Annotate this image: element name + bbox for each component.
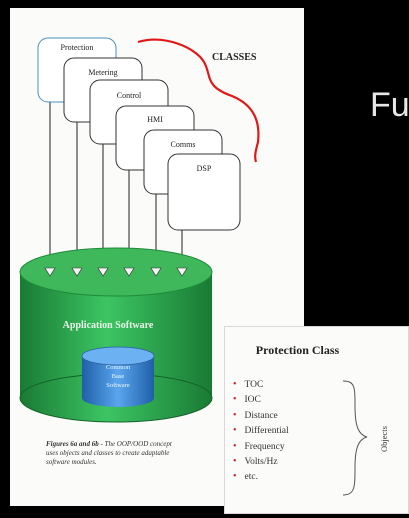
classes-label: CLASSES [212,52,257,63]
list-item: • Volts/Hz [233,454,289,469]
list-item: • Distance [233,408,289,423]
bullet-icon: • [233,455,237,467]
objects-brace-graphic: Objects [342,380,389,496]
protection-class-title: Protection Class [255,343,340,357]
caption-lead: Figures 6a and 6b [46,440,99,448]
bullet-icon: • [233,379,237,390]
list-item: • IOC [233,392,289,407]
arrow-head [44,267,56,277]
bullet-icon: • [233,440,237,452]
class-label-control: Control [117,91,142,100]
inner-label-line1: Common [106,364,131,371]
arrow-head [71,267,83,277]
bullet-icon: • [233,471,237,483]
list-item-label: IOC [244,395,261,406]
class-label-comms: Comms [171,140,196,149]
caption-text: - The OOP/OOD concept uses objects and c… [46,440,172,466]
list-item-label: Differential [244,426,289,437]
bullet-icon: • [233,409,237,421]
list-item-label: Frequency [244,441,285,452]
list-item-label: TOC [244,380,264,390]
arrow-head [150,267,162,277]
inner-label-line2: Base [112,373,125,380]
application-software-label: Application Software [63,320,154,331]
classes-brace [137,38,260,163]
figure-caption: Figures 6a and 6b - The OOP/OOD concept … [46,440,176,467]
arrow-head [123,267,135,277]
class-label-protection: Protection [61,43,94,52]
list-item: • Frequency [233,439,289,454]
list-item: • TOC [233,377,289,392]
common-base-software-cylinder [81,346,155,407]
class-label-dsp: DSP [197,164,212,173]
objects-brace [342,380,368,496]
bullet-icon: • [233,425,237,437]
list-item: • Differential [233,423,289,438]
objects-label: Objects [379,426,389,452]
class-box-dsp [167,153,241,231]
bullet-icon: • [233,394,237,406]
inner-label-line3: Software [106,382,130,389]
class-label-metering: Metering [88,68,117,77]
slide-title: Fu [370,86,409,124]
arrow-head [176,267,188,277]
arrow-heads [44,267,188,277]
list-item: • etc. [233,469,289,484]
arrow-head [97,267,109,277]
list-item-label: etc. [244,472,258,483]
class-label-hmi: HMI [147,115,163,124]
protection-class-card: Protection Class • TOC • IOC • Distance • Di… [224,326,409,514]
list-item-label: Distance [244,410,278,421]
protection-object-list: • TOC • IOC • Distance • Differential • Frequ… [233,377,289,485]
list-item-label: Volts/Hz [244,456,278,467]
